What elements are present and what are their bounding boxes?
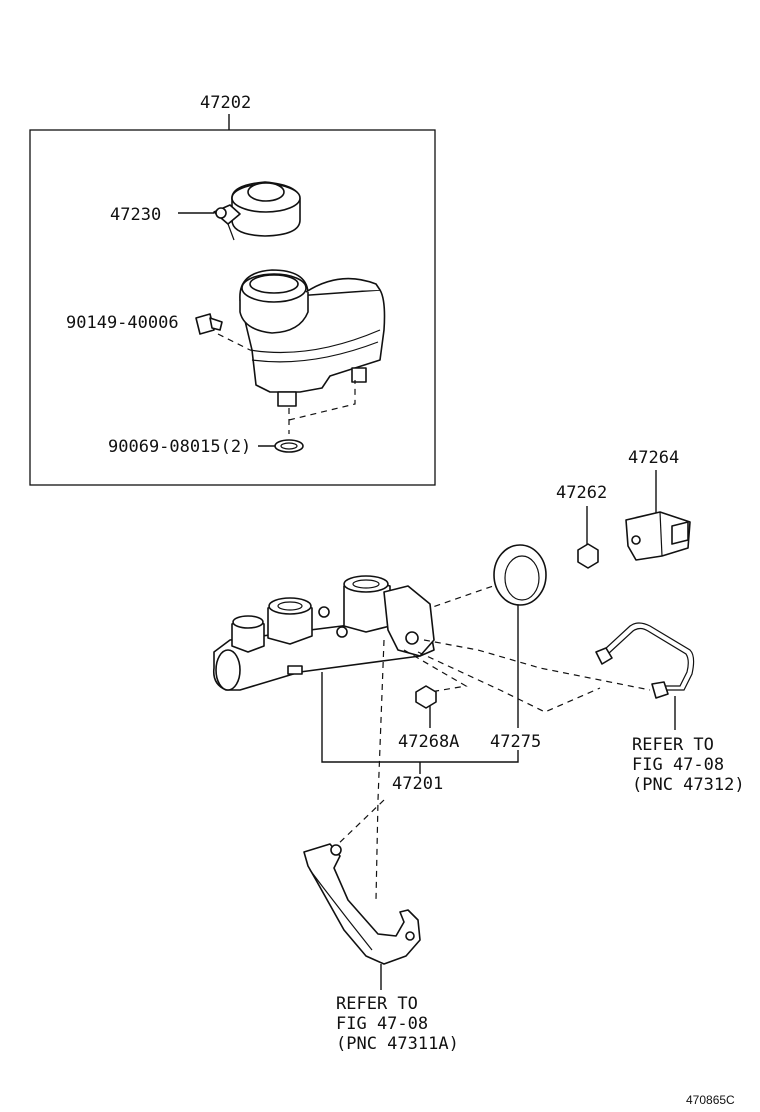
- tube-ref-line-1: REFER TO: [632, 735, 714, 755]
- nut-47268a: [415, 685, 437, 709]
- reservoir-assembly-group: 47202 47230: [29, 93, 436, 486]
- bracket-47264: [625, 511, 691, 561]
- dashed-seal: [423, 584, 497, 611]
- label-90069-08015: 90069-08015(2): [108, 437, 251, 457]
- label-47262: 47262: [556, 483, 607, 503]
- bracket-ref-line-2: FIG 47-08: [336, 1014, 428, 1034]
- dashed-bracket-2: [333, 799, 385, 849]
- master-cylinder: [212, 575, 435, 691]
- dashed-tube-2: [417, 651, 601, 713]
- dashed-screw: [217, 333, 251, 351]
- figure-id: 470865C: [686, 1093, 735, 1107]
- reservoir-cap: [213, 181, 301, 241]
- dashed-nut: [403, 649, 468, 693]
- lower-bracket: [303, 843, 421, 965]
- label-47268a: 47268A: [398, 732, 459, 752]
- reservoir-body: [239, 269, 386, 407]
- reservoir-frame: [29, 129, 436, 486]
- dashed-grommet: [288, 380, 356, 434]
- label-47201: 47201: [392, 774, 443, 794]
- dashed-bracket: [375, 639, 385, 901]
- bracket-ref-line-1: REFER TO: [336, 994, 418, 1014]
- label-47202: 47202: [200, 93, 251, 113]
- label-47230: 47230: [110, 205, 161, 225]
- tube-ref-line-3: (PNC 47312): [632, 775, 745, 795]
- dashed-tube: [423, 639, 651, 691]
- seal-ring-47275: [493, 544, 547, 606]
- grommet: [274, 439, 304, 453]
- screw: [195, 313, 223, 335]
- brake-tube: [595, 622, 695, 699]
- label-47264: 47264: [628, 448, 679, 468]
- nut-47262: [577, 543, 599, 569]
- label-90149-40006: 90149-40006: [66, 313, 179, 333]
- tube-ref-line-2: FIG 47-08: [632, 755, 724, 775]
- label-47275: 47275: [490, 732, 541, 752]
- bracket-ref-line-3: (PNC 47311A): [336, 1034, 459, 1054]
